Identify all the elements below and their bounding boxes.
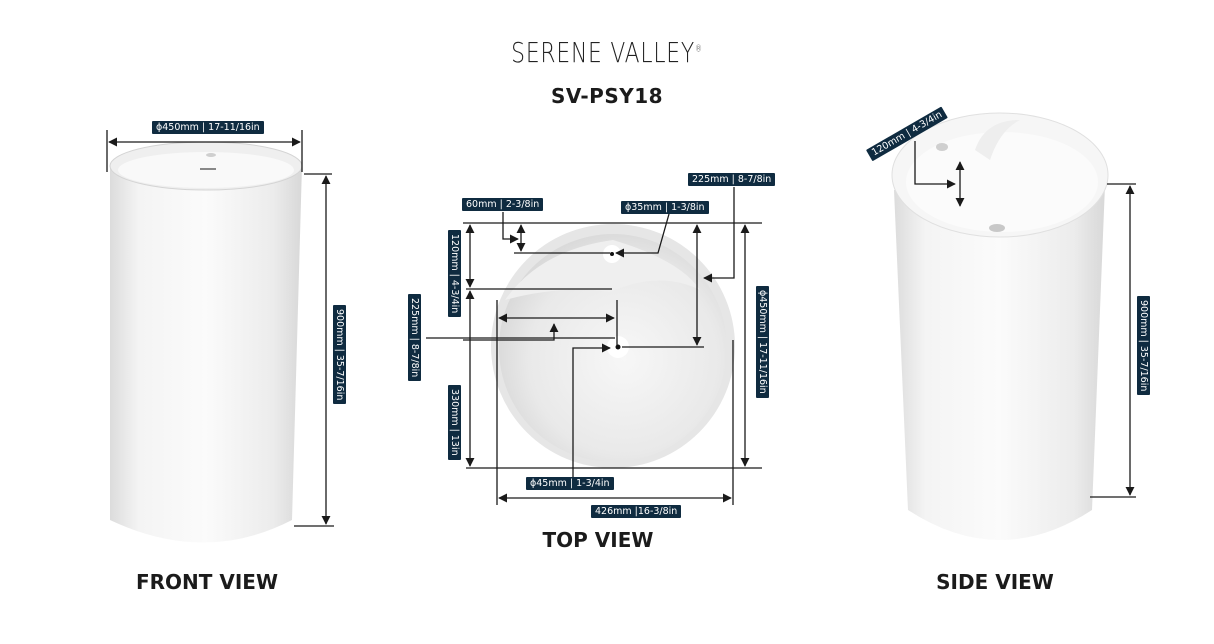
top-diameter-label: ϕ450mm | 17-11/16in (756, 286, 769, 398)
model-number: SV-PSY18 (550, 84, 664, 108)
front-view-title: FRONT VIEW (135, 570, 279, 594)
side-view-title: SIDE VIEW (936, 570, 1054, 594)
brand-logo: SERENE VALLEY® (134, 36, 1081, 69)
top-edge-to-drain-label: 225mm | 8-7/8in (688, 173, 776, 186)
side-to-drain-label: 225mm | 8-7/8in (408, 294, 421, 382)
top-tap-hole-diameter-label: ϕ35mm | 1-3/8in (621, 201, 709, 214)
side-height-label: 900mm | 35-7/16in (1137, 296, 1150, 396)
registered-mark: ® (695, 44, 703, 55)
top-view-title: TOP VIEW (542, 528, 654, 552)
top-view-dimension-lines (426, 187, 762, 505)
top-rim-to-tap-label: 60mm | 2-3/8in (462, 198, 544, 211)
front-height-label: 900mm | 35-7/16in (333, 305, 346, 405)
side-view-dimension-lines (914, 141, 1136, 498)
top-to-ledge-label: 120mm | 4-3/4in (448, 230, 461, 318)
top-view-product (491, 224, 735, 468)
drain-diameter-label: ϕ45mm | 1-3/4in (526, 477, 614, 490)
front-diameter-label: ϕ450mm | 17-11/16in (152, 121, 264, 134)
front-view-product (109, 141, 303, 543)
side-view-product (891, 112, 1109, 540)
inner-width-label: 426mm |16-3/8in (591, 505, 682, 518)
front-view-dimension-lines (106, 130, 334, 527)
ledge-to-bottom-label: 330mm | 13in (448, 385, 461, 460)
brand-name: SERENE VALLEY (511, 36, 696, 69)
